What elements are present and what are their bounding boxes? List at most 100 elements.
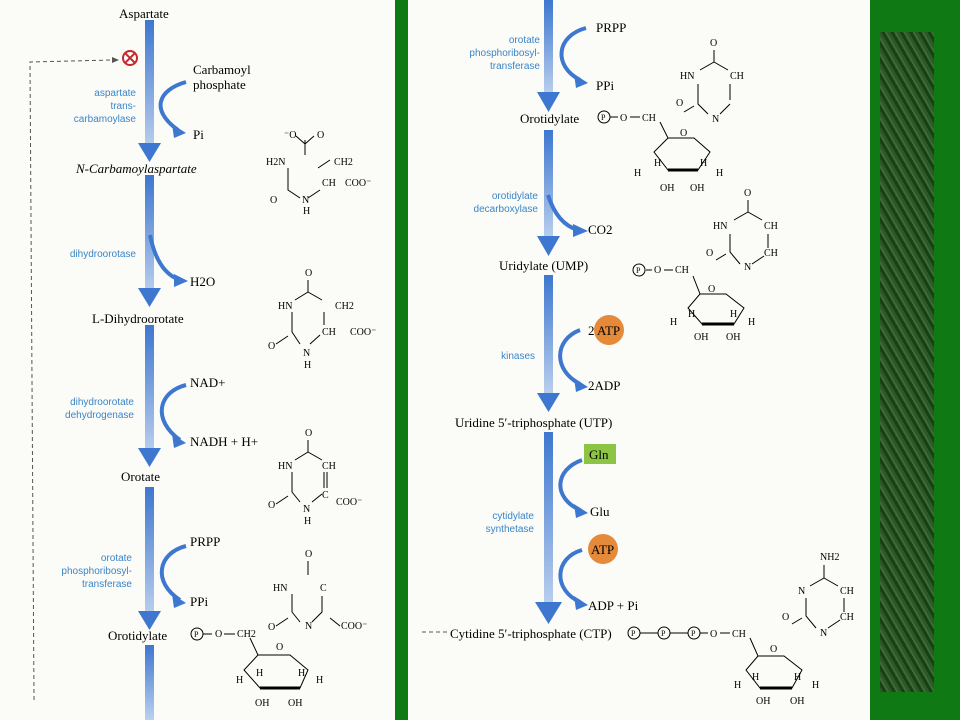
middle-border: [395, 0, 408, 720]
metabolite-l-dihydroorotate: L-Dihydroorotate: [92, 311, 184, 326]
svg-text:OH: OH: [756, 696, 770, 707]
right-arc-heads: [573, 74, 588, 610]
structure-orotate: O HN CH O N H C COO⁻: [268, 428, 362, 527]
svg-text:N: N: [744, 262, 751, 273]
svg-text:OH: OH: [726, 332, 740, 343]
structure-dihydroorotate: O HN CH2 CH COO⁻ O N H: [268, 268, 376, 371]
svg-text:OH: OH: [694, 332, 708, 343]
svg-text:H: H: [236, 675, 243, 686]
svg-text:ATP: ATP: [591, 542, 614, 557]
svg-text:OH: OH: [255, 698, 269, 709]
cosubstrate-h2o: H2O: [190, 274, 215, 289]
cosubstrate-pi: Pi: [193, 127, 204, 142]
svg-text:O: O: [317, 130, 324, 141]
svg-text:O: O: [268, 622, 275, 633]
svg-text:H: H: [256, 668, 263, 679]
svg-text:P: P: [601, 113, 606, 122]
metabolite-uridylate: Uridylate (UMP): [499, 258, 588, 273]
svg-text:O: O: [744, 188, 751, 199]
metabolite-utp: Uridine 5′-triphosphate (UTP): [455, 415, 612, 430]
svg-text:O: O: [710, 629, 717, 640]
svg-text:OH: OH: [690, 183, 704, 194]
left-panel-pathway: Aspartate N-Carbamoylaspartate L-Dihydro…: [0, 0, 395, 720]
svg-text:CH2: CH2: [237, 629, 256, 640]
enzyme-kinases: kinases: [501, 351, 535, 362]
cosubstrate-adp-pi: ADP + Pi: [588, 598, 639, 613]
cosubstrate-2adp: 2ADP: [588, 378, 621, 393]
left-main-arrow: [138, 20, 161, 720]
cosubstrate-nadh: NADH + H+: [190, 434, 258, 449]
svg-text:H: H: [730, 309, 737, 320]
cosubstrate-prpp: PRPP: [190, 534, 220, 549]
svg-text:H: H: [304, 360, 311, 371]
cosubstrate-nad: NAD+: [190, 375, 226, 390]
atp-badge-2: ATP: [588, 534, 618, 564]
svg-text:COO⁻: COO⁻: [350, 327, 376, 338]
right-main-arrow: [535, 0, 562, 624]
svg-text:O: O: [710, 38, 717, 49]
svg-text:H: H: [654, 158, 661, 169]
enzyme-dhod-line1: dihydroorotate: [70, 397, 134, 408]
enzyme-atcase-line2: trans-: [110, 101, 136, 112]
svg-text:N: N: [302, 195, 309, 206]
enzyme-oprt-line2: phosphoribosyl-: [469, 48, 540, 59]
cosubstrate-ppi: PPi: [596, 78, 614, 93]
enzyme-odc-line2: decarboxylase: [474, 204, 539, 215]
svg-text:N: N: [712, 114, 719, 125]
svg-text:CH: CH: [675, 265, 689, 276]
svg-text:HN: HN: [273, 583, 287, 594]
svg-text:O: O: [620, 113, 627, 124]
enzyme-atcase-line1: aspartate: [94, 88, 136, 99]
left-pathway-diagram: Aspartate N-Carbamoylaspartate L-Dihydro…: [29, 6, 376, 720]
feedback-line: [29, 59, 113, 701]
svg-text:H: H: [752, 672, 759, 683]
metabolite-orotidylate: Orotidylate: [520, 111, 579, 126]
svg-text:O: O: [305, 268, 312, 279]
svg-text:N: N: [303, 348, 310, 359]
svg-text:OH: OH: [288, 698, 302, 709]
structure-ctp: NH2 N CH O CH N P P P O CH O H H H H OH: [627, 552, 854, 707]
right-pathway-diagram: Orotidylate Uridylate (UMP) Uridine 5′-t…: [422, 0, 854, 707]
metabolite-aspartate: Aspartate: [119, 6, 169, 21]
cosubstrate-carbamoyl: Carbamoyl: [193, 62, 251, 77]
inhibition-icon: [122, 50, 138, 66]
cosubstrate-ppi: PPi: [190, 594, 208, 609]
enzyme-oprt-line1: orotate: [509, 35, 541, 46]
svg-text:H: H: [748, 317, 755, 328]
svg-text:CH: CH: [732, 629, 746, 640]
svg-text:H: H: [304, 516, 311, 527]
svg-text:H: H: [700, 158, 707, 169]
svg-text:O: O: [305, 428, 312, 439]
svg-text:P: P: [631, 629, 636, 638]
svg-text:O: O: [268, 341, 275, 352]
svg-text:H: H: [688, 309, 695, 320]
metabolite-orotate: Orotate: [121, 469, 160, 484]
svg-text:CH2: CH2: [335, 301, 354, 312]
svg-text:CH: CH: [840, 586, 854, 597]
svg-text:N: N: [798, 586, 805, 597]
svg-text:H: H: [298, 668, 305, 679]
enzyme-odc-line1: orotidylate: [492, 191, 539, 202]
metabolite-n-carbamoylaspartate: N-Carbamoylaspartate: [75, 161, 197, 176]
svg-text:HN: HN: [278, 301, 292, 312]
enzyme-atcase-line3: carbamoylase: [74, 114, 137, 125]
svg-text:H: H: [303, 206, 310, 217]
svg-text:H: H: [812, 680, 819, 691]
svg-text:N: N: [820, 628, 827, 639]
svg-text:P: P: [636, 266, 641, 275]
enzyme-dihydroorotase: dihydroorotase: [70, 249, 137, 260]
svg-text:CH: CH: [322, 461, 336, 472]
svg-text:O: O: [305, 549, 312, 560]
svg-text:H: H: [670, 317, 677, 328]
svg-text:Gln: Gln: [589, 447, 609, 462]
enzyme-ctps-line2: synthetase: [486, 524, 535, 535]
svg-text:COO⁻: COO⁻: [336, 497, 362, 508]
svg-text:O: O: [676, 98, 683, 109]
structure-uridylate: O HN CH O CH N P O CH O H H H H OH OH: [632, 188, 778, 343]
svg-text:HN: HN: [713, 221, 727, 232]
atp-badge: ATP: [594, 315, 624, 345]
enzyme-oprt-line2: phosphoribosyl-: [61, 566, 132, 577]
enzyme-oprt-line1: orotate: [101, 553, 133, 564]
cosubstrate-phosphate: phosphate: [193, 77, 246, 92]
